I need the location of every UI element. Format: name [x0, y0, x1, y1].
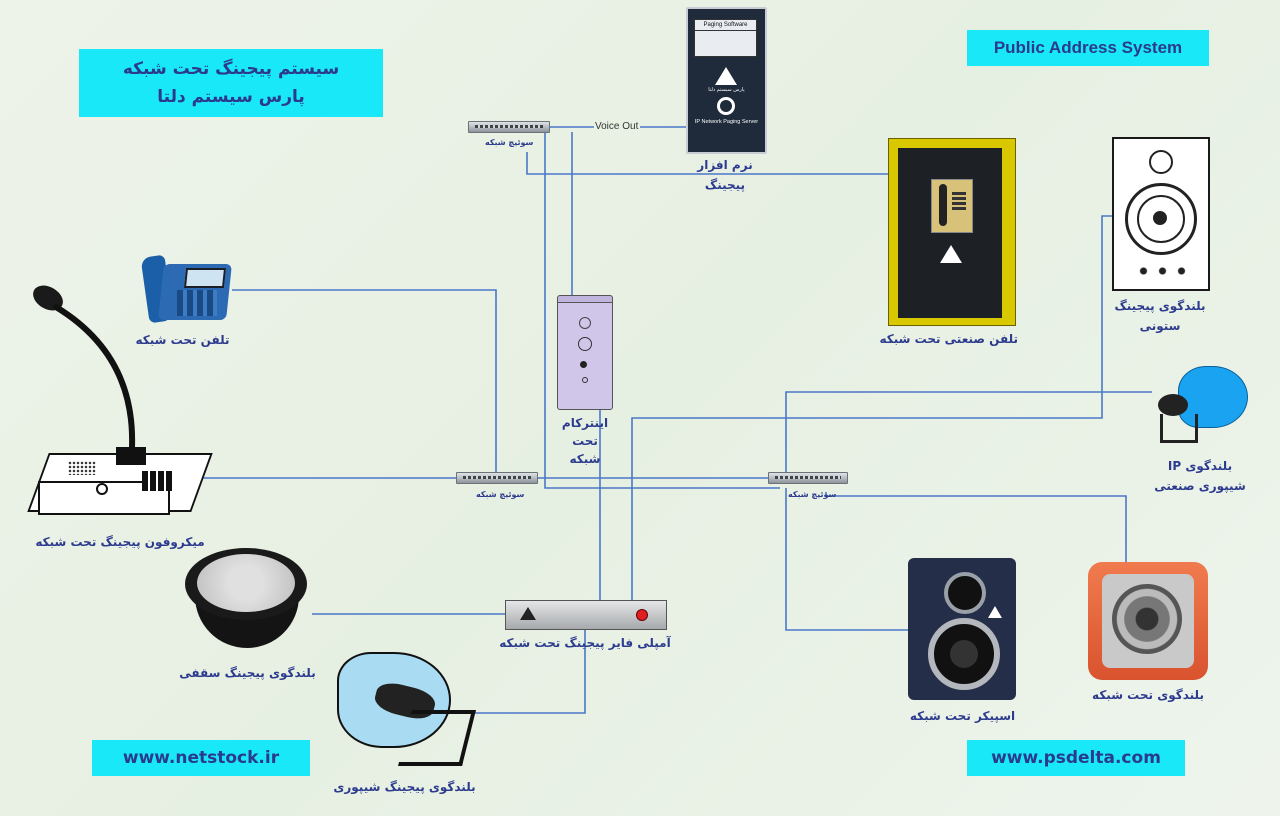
switch-right-label: سوئیچ شبکه [788, 490, 837, 499]
tweeter-icon [1149, 150, 1173, 174]
server-bottom-text: IP Network Paging Server [694, 119, 759, 125]
keypad-icon [952, 192, 966, 212]
server-brand: پارس سیستم دلتا [708, 87, 745, 93]
network-speaker-label: اسپیکر تحت شبکه [909, 709, 1016, 723]
mic-keypad-icon[interactable] [142, 471, 172, 491]
mic-speaker-grill-icon [68, 461, 96, 475]
intercom-label: اینترکام تحت شبکه [550, 414, 620, 468]
intercom-label-line1: اینترکام [561, 416, 609, 430]
horn-speaker-bracket-icon [398, 710, 476, 766]
ceiling-speaker-grill-icon [197, 554, 295, 612]
column-speaker [1112, 137, 1210, 291]
network-switch-middle [456, 472, 538, 484]
network-switch-right [768, 472, 848, 484]
intercom-button-icon[interactable] [580, 361, 587, 368]
horn-speaker [335, 650, 476, 768]
industrial-phone-body [898, 148, 1002, 318]
footer-left-url[interactable]: www.netstock.ir [92, 740, 310, 776]
server-screen-text: Paging Software [695, 20, 756, 31]
paging-mic-label: میکروفون پیجینگ تحت شبکه [35, 535, 205, 549]
power-button-icon[interactable] [717, 97, 735, 115]
intercom-label-line3: شبکه [569, 452, 601, 466]
server-screen: Paging Software [694, 19, 757, 57]
column-speaker-label-line1: بلندگوی پیجینگ [1114, 299, 1206, 313]
loudspeaker-cone-icon [1112, 584, 1182, 654]
pa-banner: Public Address System [967, 30, 1209, 66]
network-switch-top [468, 121, 550, 133]
horn-speaker-label: بلندگوی پیجینگ شیپوری [333, 780, 476, 794]
ceiling-speaker-label: بلندگوی پیجینگ سقفی [179, 666, 316, 680]
mic-gooseneck-icon [53, 304, 136, 450]
switch-middle-label: سوئیچ شبکه [476, 490, 525, 499]
title-line-1: سیستم پیجینگ تحت شبکه [122, 59, 340, 79]
handset-icon [939, 184, 947, 226]
delta-logo-icon [940, 245, 962, 263]
paging-microphone [27, 280, 213, 530]
network-loudspeaker-label: بلندگوی تحت شبکه [1092, 688, 1204, 702]
delta-logo-icon [715, 67, 737, 85]
speaker-knobs-icon [1134, 267, 1190, 275]
amplifier-label: آمپلی فایر پیجینگ تحت شبکه [499, 636, 671, 650]
ip-horn-label-line2: شیپوری صنعتی [1154, 479, 1246, 493]
ip-phone-label: تلفن تحت شبکه [135, 333, 230, 347]
delta-logo-icon [520, 607, 536, 620]
paging-amplifier [505, 600, 667, 630]
paging-server: Paging Software پارس سیستم دلتا IP Netwo… [686, 7, 767, 154]
amp-power-led-icon[interactable] [636, 609, 648, 621]
horn-bell-icon [1178, 366, 1248, 428]
horn-driver-icon [1158, 394, 1188, 416]
intercom [557, 295, 613, 410]
intercom-port-icon [582, 377, 588, 383]
server-label-line2: پیجینگ [704, 178, 746, 192]
column-speaker-label-line2: ستونی [1139, 319, 1181, 333]
title-line-2: پارس سیستم دلتا [157, 87, 305, 107]
industrial-phone [888, 138, 1016, 326]
switch-top-label: سوئیچ شبکه [485, 138, 534, 147]
column-speaker-label: بلندگوی پیجینگ ستونی [1100, 296, 1220, 336]
server-label-line1: نرم افزار [697, 158, 753, 172]
ip-horn-speaker [1150, 366, 1250, 448]
intercom-top [557, 295, 613, 303]
horn-bracket-icon [1160, 414, 1198, 443]
mic-button-icon[interactable] [96, 483, 108, 495]
intercom-logo-icon [578, 337, 592, 351]
tweeter-icon [944, 572, 986, 614]
title-banner: سیستم پیجینگ تحت شبکه پارس سیستم دلتا [79, 49, 383, 117]
ip-phone [133, 254, 233, 326]
network-loudspeaker [1088, 562, 1208, 680]
ip-horn-label-line1: بلندگوی IP [1167, 459, 1233, 473]
industrial-phone-panel [931, 179, 973, 233]
woofer-icon [1125, 183, 1197, 255]
delta-logo-icon [988, 606, 1002, 618]
industrial-phone-label: تلفن صنعتی تحت شبکه [879, 332, 1019, 346]
intercom-label-line2: تحت [572, 434, 598, 448]
footer-right-url[interactable]: www.psdelta.com [967, 740, 1185, 776]
server-label: نرم افزار پیجینگ [680, 155, 770, 195]
phone-keypad-icon [177, 290, 217, 316]
mic-stand-icon [116, 447, 146, 465]
voice-out-label: Voice Out [595, 121, 639, 132]
network-speaker [908, 558, 1016, 700]
ip-horn-label: بلندگوی IP شیپوری صنعتی [1140, 456, 1260, 496]
ceiling-speaker [185, 548, 310, 658]
woofer-icon [928, 618, 1000, 690]
intercom-speaker-icon [579, 317, 591, 329]
